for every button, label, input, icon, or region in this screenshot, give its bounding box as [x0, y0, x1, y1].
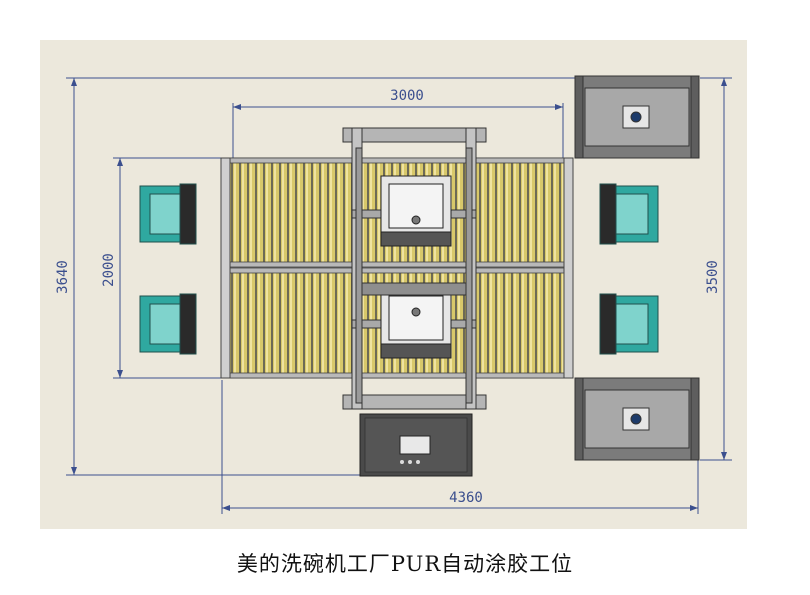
glue-machine-bottom: [574, 377, 700, 461]
gantry-carriage: [361, 282, 467, 296]
dimension-label-left-outer: 3640: [55, 260, 71, 294]
glue-head-lower: [380, 287, 452, 359]
fixture-left-upper: [139, 183, 197, 245]
fixture-right-lower: [599, 293, 659, 355]
glue-head-upper: [380, 175, 452, 247]
conveyor-left-rail: [220, 157, 231, 379]
dimension-label-bottom: 4360: [449, 490, 483, 506]
conveyor-right-rail: [563, 157, 574, 379]
dimension-arrows: [71, 78, 727, 511]
dimension-label-top: 3000: [390, 88, 424, 104]
dimension-label-right: 3500: [705, 260, 721, 294]
glue-machine-top: [574, 75, 700, 159]
dimension-label-left-inner: 2000: [101, 253, 117, 287]
fixture-right-upper: [599, 183, 659, 245]
fixture-left-lower: [139, 293, 197, 355]
drawing-caption: 美的洗碗机工厂PUR自动涂胶工位: [236, 552, 574, 576]
dimension-lines: [66, 77, 732, 514]
control-cabinet: [359, 413, 473, 477]
